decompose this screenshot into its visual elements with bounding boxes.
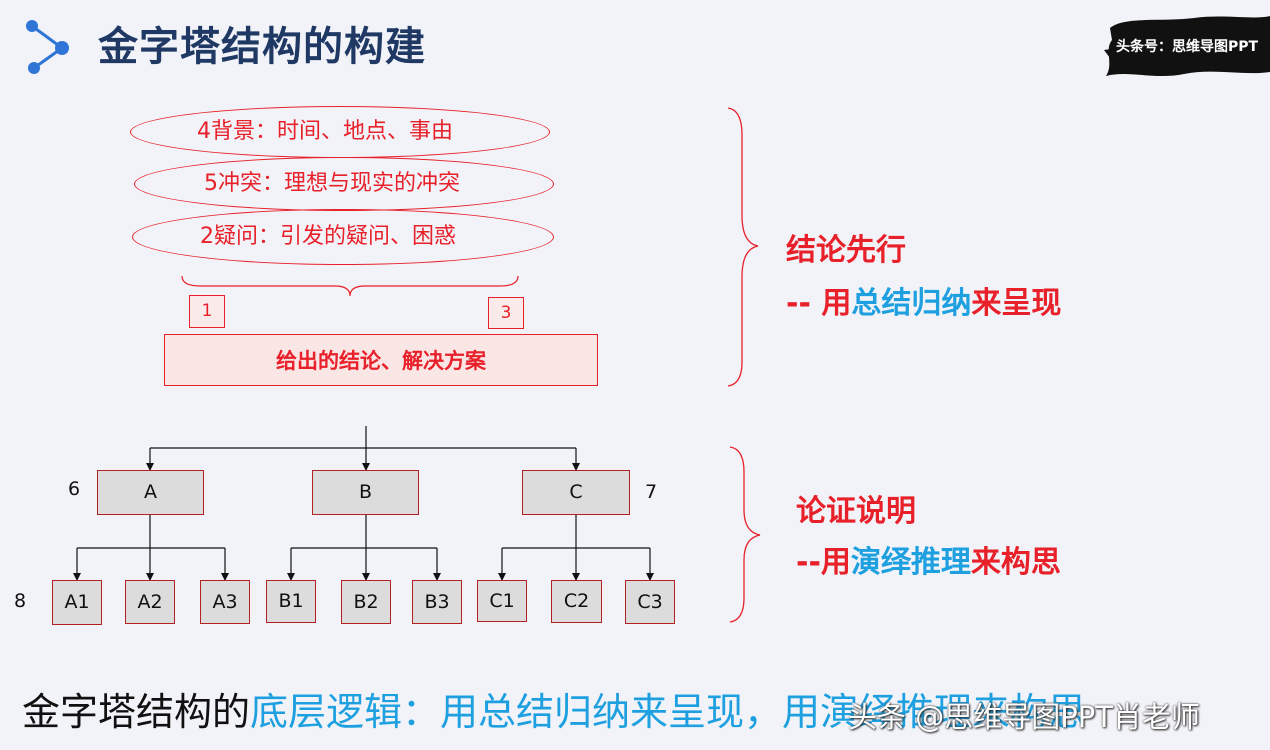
watermark: 头条 @思维导图PPT肖老师 (848, 700, 1200, 734)
logo-brush (1104, 16, 1270, 76)
box-number-3: 3 (488, 297, 524, 329)
side-bottom-sub-blue: 演绎推理 (850, 545, 971, 580)
side-top-sub-blue: 总结归纳 (851, 286, 972, 321)
side-bottom-sub-prefix: --用 (796, 545, 851, 580)
node-a1: A1 (52, 580, 102, 625)
footer-text-black: 金字塔结构的 (22, 690, 251, 734)
label-7: 7 (645, 481, 658, 503)
side-bottom-sub-suffix: 来构思 (970, 545, 1061, 580)
node-a2: A2 (125, 580, 175, 624)
side-bottom-subtitle: --用演绎推理来构思 (796, 537, 1061, 581)
page-title: 金字塔结构的构建 (98, 24, 426, 70)
ellipse-question-text: 2疑问：引发的疑问、困惑 (200, 224, 456, 249)
logo-text: 头条号：思维导图PPT (1116, 39, 1259, 55)
conclusion-box: 给出的结论、解决方案 (164, 334, 598, 386)
node-c: C (522, 470, 630, 515)
ellipse-question: 2疑问：引发的疑问、困惑 (132, 209, 554, 265)
node-b: B (312, 470, 419, 515)
node-c2: C2 (551, 580, 602, 623)
node-b1: B1 (266, 580, 316, 623)
ellipse-background-text: 4背景：时间、地点、事由 (197, 119, 453, 144)
node-a: A (97, 470, 204, 515)
share-nodes-icon (26, 20, 69, 74)
footer-text-blue: 底层逻辑：用总结归纳来呈现，用演绎推理来构思 (250, 690, 1087, 734)
box-number-1: 1 (189, 295, 225, 328)
node-b3: B3 (412, 580, 462, 624)
side-top-subtitle: -- 用总结归纳来呈现 (786, 278, 1061, 322)
label-8: 8 (14, 590, 27, 612)
ellipse-conflict-text: 5冲突：理想与现实的冲突 (204, 171, 460, 196)
node-c3: C3 (625, 580, 675, 624)
label-6: 6 (68, 478, 81, 500)
side-top-sub-suffix: 来呈现 (971, 286, 1062, 321)
node-b2: B2 (341, 580, 391, 624)
side-top-title: 结论先行 (786, 233, 906, 268)
footer-caption: 金字塔结构的底层逻辑：用总结归纳来呈现，用演绎推理来构思 (22, 681, 1086, 736)
side-top-sub-prefix: -- 用 (786, 286, 852, 321)
side-bottom-title: 论证说明 (796, 494, 916, 529)
node-a3: A3 (200, 580, 250, 624)
node-c1: C1 (477, 580, 527, 622)
